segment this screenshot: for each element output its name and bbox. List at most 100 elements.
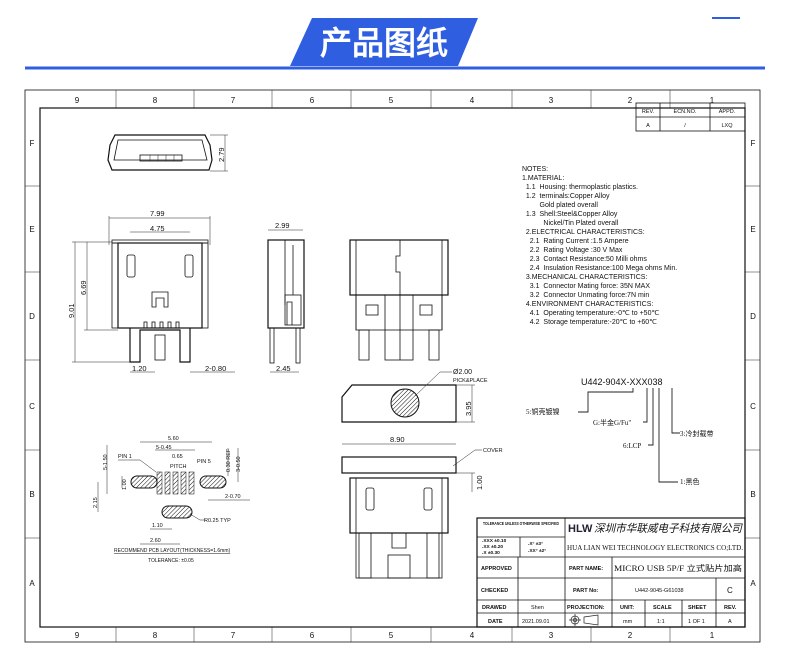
unit-value: mm [623,619,633,625]
drawed-label: DRAWED [482,605,506,611]
note-line: 3.2 Connector Unmating force:7N min [522,292,649,299]
note-line: 2.3 Contact Resistance:50 Milli ohms [522,256,647,263]
banner-title: 产品图纸 [320,24,448,62]
row-label: C [750,402,756,411]
col-label: 9 [75,631,80,640]
col-label: 1 [710,631,715,640]
pcb-tolerance: TOLERANCE: ±0.05 [148,558,194,564]
pcb-dim: 1.00 [122,479,128,490]
rev-value: A [646,123,650,129]
col-label: 2 [628,96,633,105]
row-label: A [750,579,756,588]
note-line: 4.2 Storage temperature:-20℃ to +60℃ [522,319,657,326]
cover-view: Ø2.00 PICK&PLACE 3.95 8.90 COVER 1.00 [341,369,503,579]
row-label: C [29,402,35,411]
part-no-label: PART No: [573,588,598,594]
row-label: B [29,490,34,499]
note-line: Gold plated overall [522,202,598,209]
ang-line: .XX° ±2° [528,548,546,554]
pcb-dim: PITCH [170,464,187,470]
col-label: 8 [153,631,158,640]
pcb-dim: 5-0.45 [156,445,172,451]
legend-item: 5:铜壳镀镍 [526,407,559,416]
note-line: 4.ENVIRONMENT CHARACTERISTICS: [522,301,653,308]
pcb-dim: PIN 5 [197,459,211,465]
drawed-value: Shen [531,605,544,611]
top-view: 2.79 [107,134,228,172]
dim-front-height2: 6.69 [79,280,88,295]
part-code-legend: U442-904X-XXX038 5:铜壳镀镍 G:半金G/Fu" 6:LCP … [526,377,713,486]
sheet-label: SHEET [688,605,707,611]
scale-label: SCALE [653,605,672,611]
scale-value: 1:1 [657,619,665,625]
dim-side-width: 2.99 [275,221,290,230]
tol-line: .X ±0.30 [482,550,500,556]
drawing-frame: 9 8 7 6 5 4 3 2 1 9 8 7 6 5 4 3 2 1 F E … [24,89,761,643]
legend-item: G:半金G/Fu" [593,418,631,427]
pick-place-label: PICK&PLACE [453,378,488,384]
part-no-value: U442-9045-G61038 [635,588,684,594]
rev-header: REV. [642,109,655,115]
title-block: TOLERANCE UNLESS OTHERWISE SPECIFIED .XX… [476,517,746,628]
projection-symbol-icon [569,614,599,626]
dim-front-tab: 1.20 [132,364,147,373]
col-label: 8 [153,96,158,105]
ang-line: .X° ±3° [528,541,543,547]
col-label: 3 [549,631,554,640]
approved-label: APPROVED [481,566,512,572]
pcb-dim: PIN 1 [118,454,132,460]
pcb-caption: RECOMMEND PCB LAYOUT(THICKNESS=1.6mm) [114,548,231,554]
company-name-en: HUA LIAN WEI TECHNOLOGY ELECTRONICS CO;L… [567,543,743,552]
rear-view [349,239,449,361]
dim-front-legs: 2-0.80 [205,364,226,373]
ecn-header: ECN.NO. [674,109,697,115]
pcb-dim: 0.65 [172,454,183,460]
tolerance-title: TOLERANCE UNLESS OTHERWISE SPECIFIED [483,521,560,526]
note-line: 2.2 Rating Voltage :30 V Max [522,247,623,254]
tol-line: .XX ±0.20 [482,544,503,550]
projection-label: PROJECTION: [567,605,605,611]
col-label: 6 [310,96,315,105]
note-line: 2.ELECTRICAL CHARACTERISTICS: [522,229,645,236]
checked-label: CHECKED [481,588,508,594]
row-label: D [750,312,756,321]
cover-label: COVER [483,448,503,454]
row-label: A [29,579,35,588]
pcb-dim: 2.60 [150,538,161,544]
dim-front-height: 9.01 [67,303,76,318]
note-line: 1.3 Shell:Steel&Copper Alloy [522,211,618,218]
legend-item: 6:LCP [623,442,641,450]
company-name-cn: 深圳市华联威电子科技有限公司 [594,522,743,535]
col-label: 5 [389,96,394,105]
dim-pick-dia: Ø2.00 [453,369,472,376]
revision-table: REV. ECN.NO. APPD. A / LXQ [635,102,746,132]
note-line: 4.1 Operating temperature:-0℃ to +50℃ [522,310,659,317]
dim-cover-offset: 1.00 [475,475,484,490]
front-view: 7.99 4.75 9.01 6.69 1.20 2-0.80 [67,209,235,373]
notes: NOTES: 1.MATERIAL: 1.1 Housing: thermopl… [522,166,677,326]
pcb-layout: 5.60 5-0.45 0.65 PITCH PIN 1 PIN 5 5-1.5… [93,436,250,564]
part-name-value: MICRO USB 5P/F 立式贴片加高 [614,563,742,573]
date-value: 2021.09.01 [522,619,550,625]
note-line: Nickel/Tin Plated overall [522,220,619,227]
note-line: 3.MECHANICAL CHARACTERISTICS: [522,274,647,281]
tol-line: .XXX ±0.10 [482,538,507,544]
pcb-dim: 2.15 [93,497,99,508]
dim-side-leg: 2.45 [276,364,291,373]
note-line: 1.2 terminals:Copper Alloy [522,193,610,200]
unit-label: UNIT: [620,605,634,611]
pcb-dim: 0.30 REF [226,448,232,472]
row-label: B [750,490,755,499]
dim-top-height: 2.79 [217,147,226,162]
legend-item: 1:黑色 [680,477,699,486]
note-line: 2.4 Insulation Resistance:100 Mega ohms … [522,265,677,272]
part-no-rev: C [727,586,733,595]
row-label: E [29,225,34,234]
note-line: 2.1 Rating Current :1.5 Ampere [522,238,629,245]
appd-value: LXQ [721,123,733,129]
note-line: 1.1 Housing: thermoplastic plastics. [522,184,638,191]
pcb-dim: 3-0.50 [236,456,242,472]
col-label: 5 [389,631,394,640]
dim-pin-span: 4.75 [150,224,165,233]
